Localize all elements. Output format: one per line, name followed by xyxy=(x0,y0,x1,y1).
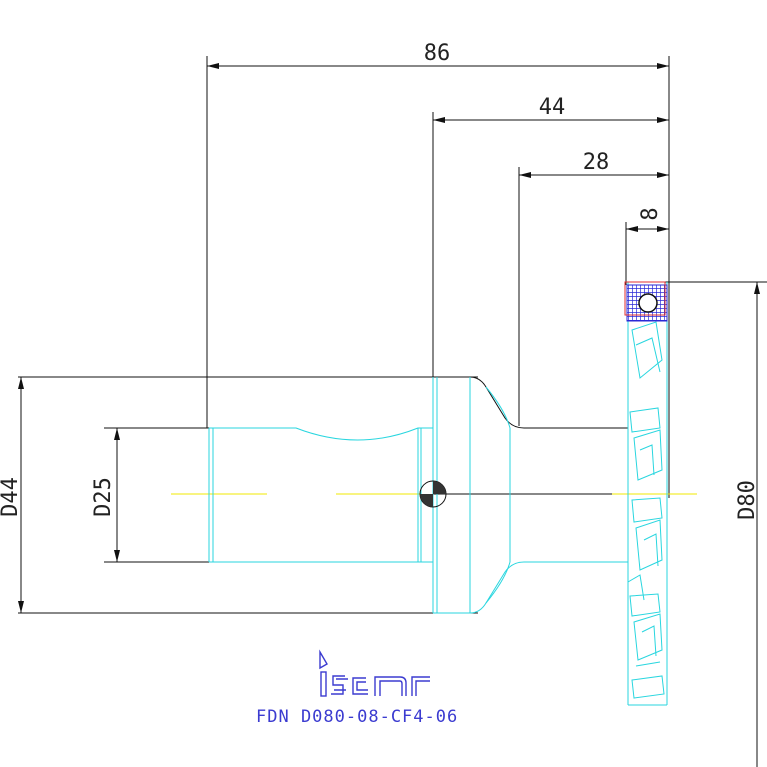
dim-28-label: 28 xyxy=(583,150,610,175)
dim-d80: D80 xyxy=(662,281,767,767)
dim-86: 86 xyxy=(206,41,670,498)
cutting-insert xyxy=(624,281,668,322)
center-mark xyxy=(419,480,447,508)
iscar-logo xyxy=(319,649,430,697)
dim-d25: D25 xyxy=(91,427,212,563)
dim-d80-label: D80 xyxy=(735,480,760,520)
dim-d44-label: D44 xyxy=(0,477,23,517)
flange-body xyxy=(432,377,628,614)
dim-8: 8 xyxy=(625,207,669,285)
dim-d25-label: D25 xyxy=(91,477,116,517)
part-number-caption: FDN D080-08-CF4-06 xyxy=(256,707,458,727)
dim-28: 28 xyxy=(518,150,669,426)
dim-86-label: 86 xyxy=(424,41,451,66)
shank xyxy=(208,427,433,563)
dim-8-label: 8 xyxy=(638,207,663,220)
dim-44-label: 44 xyxy=(539,95,566,120)
dim-d44: D44 xyxy=(0,376,478,614)
cutter-disc xyxy=(627,282,668,706)
